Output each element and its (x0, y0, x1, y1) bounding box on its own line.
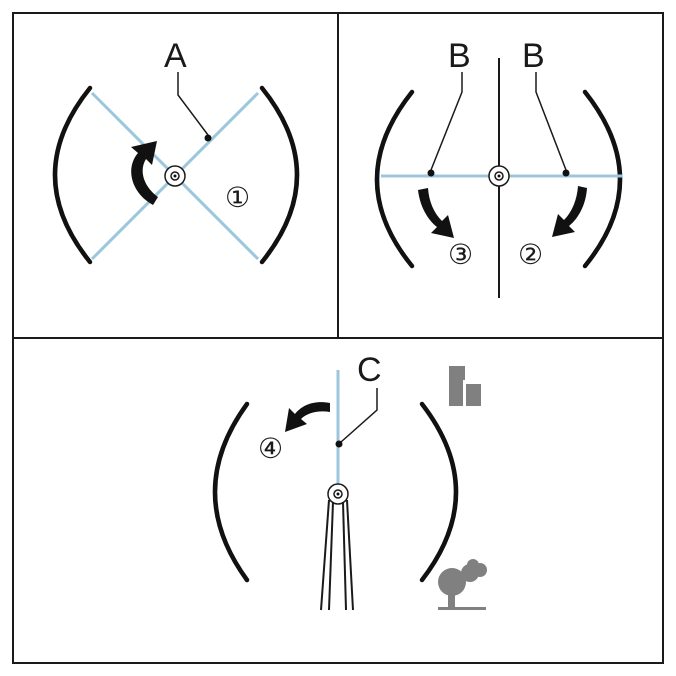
pivot-center (173, 174, 177, 178)
leader-dot-b-left (427, 169, 435, 177)
stand-legs (320, 499, 354, 611)
right-arc (419, 401, 459, 583)
pivot-inner (170, 171, 180, 181)
leader-dot-a (204, 134, 212, 142)
label-c: C (357, 351, 382, 389)
pivot-inner (494, 171, 504, 181)
left-arc (212, 401, 250, 583)
down-arrow-right-icon (552, 186, 587, 237)
panel-top-right: B B ③ ② (374, 37, 623, 298)
left-arc (374, 89, 415, 269)
step-3: ③ (448, 238, 473, 271)
step-2: ② (518, 238, 543, 271)
leader-dot-b-right (562, 169, 570, 177)
pivot-inner (333, 489, 343, 499)
right-arc (582, 89, 623, 269)
panel-bottom: C ④ (212, 351, 487, 611)
pivot-center (497, 174, 501, 178)
rotate-arrow-icon (131, 141, 158, 205)
step-1: ① (225, 181, 250, 214)
leader-line-c (340, 388, 378, 443)
down-arrow-left-icon (418, 188, 454, 238)
pivot-center (336, 492, 340, 496)
left-arc (52, 85, 93, 265)
leader-dot-c (335, 440, 343, 448)
tree-icon (438, 559, 487, 610)
building-icon (449, 366, 481, 406)
leader-line-b-left (430, 72, 463, 171)
leader-line-b-right (535, 72, 567, 171)
panel-top-left: A ① (52, 37, 300, 265)
leader-line-a (177, 72, 209, 136)
rotate-left-arrow-icon (285, 402, 330, 432)
label-b-left: B (448, 37, 471, 75)
right-arc (259, 85, 300, 265)
step-4: ④ (258, 432, 283, 465)
label-b-right: B (522, 37, 545, 75)
label-a: A (164, 37, 187, 75)
